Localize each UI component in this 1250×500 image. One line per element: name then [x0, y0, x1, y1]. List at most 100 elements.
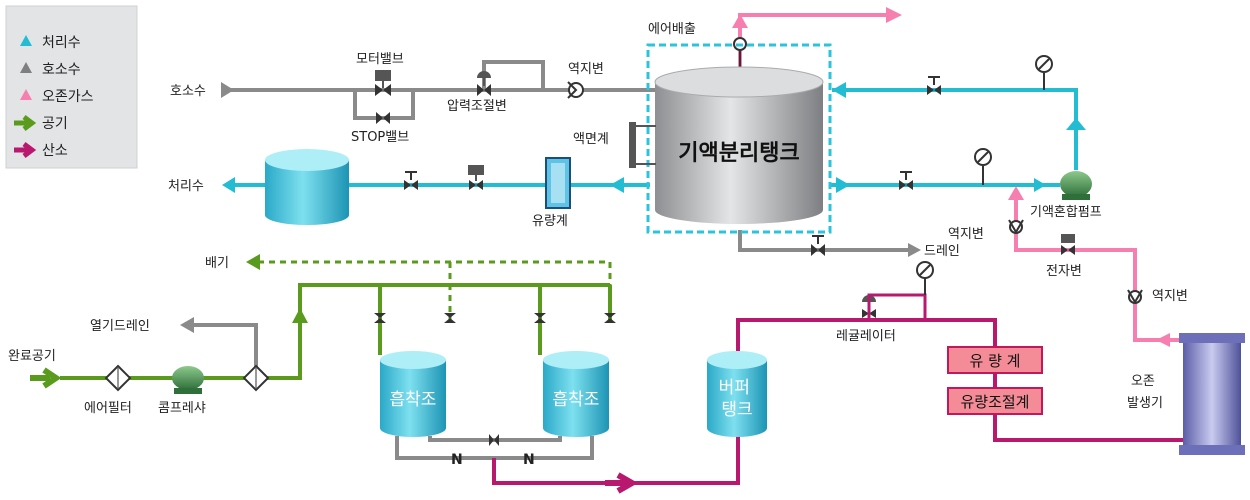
legend-label-oxygen: 산소: [42, 143, 68, 159]
mixing-pump-label: 기액혼합펌프: [1030, 205, 1102, 220]
ozone-generator-label-line-2: 발생기: [1127, 396, 1163, 411]
stop-valve-icon: [376, 112, 390, 124]
treated-water-storage-tank: [265, 149, 349, 225]
air-up-arrow-icon: [292, 308, 308, 323]
legend-item-ozone-gas: 오존가스: [20, 89, 94, 105]
regulator-label: 레귤레이터: [836, 329, 896, 344]
gate-valve-treated-1-icon: [404, 171, 418, 190]
oxygen-arrow-icon: [14, 142, 37, 158]
check-valve-right-label: 역지변: [948, 227, 984, 242]
mixing-pump-icon: [1060, 171, 1092, 200]
oxygen-flow-meter-label: 유 량 계: [970, 352, 1021, 370]
buffer-tank: [707, 351, 767, 437]
raw-water-triangle-icon: [20, 62, 32, 73]
bottom-valve-icon: [489, 434, 499, 446]
pressure-gauge-oxygen-icon: [916, 261, 934, 295]
air-filter-label: 에어필터: [84, 401, 132, 416]
gate-valve-treated-2-icon: [899, 171, 913, 190]
air-filter-icon: [104, 364, 132, 392]
valve-2-icon: [444, 313, 456, 323]
air-vent-out-arrow-icon: [886, 7, 902, 23]
regulator-icon: [862, 293, 927, 320]
motor-valve-treated-icon: [468, 165, 484, 190]
treated-water-outlet-arrow-icon: [222, 177, 235, 193]
compressor-label: 콤프레샤: [158, 401, 206, 416]
stop-valve-label: STOP밸브: [351, 130, 409, 145]
motor-valve-label: 모터밸브: [356, 52, 404, 67]
adsorber-1: [380, 351, 446, 437]
return-arrow-icon: [832, 82, 846, 98]
air-vent-label: 에어배출: [648, 22, 696, 37]
drain-separator-icon: [242, 364, 270, 392]
exhaust-line: [258, 260, 612, 322]
completed-air-label: 완료공기: [8, 349, 56, 364]
legend-label-air: 공기: [42, 116, 68, 132]
legend-label-ozone-gas: 오존가스: [42, 89, 94, 105]
buffer-tank-label: 버퍼 탱크: [719, 378, 756, 420]
check-valve-top-label: 역지변: [568, 62, 604, 77]
pressure-gauge-treated-icon: [974, 148, 992, 185]
valve-3-icon: [534, 313, 546, 323]
check-symbol-1-icon: N: [451, 452, 463, 468]
flow-meter-icon: [545, 157, 571, 209]
solenoid-valve-icon: [1061, 234, 1075, 255]
legend-item-raw-water: 호소수: [20, 62, 81, 78]
oxygen-flow-meter-box: [947, 346, 1043, 374]
completed-air-inlet-arrow-icon: [30, 367, 62, 389]
air-vent-up-arrow-icon: [732, 14, 748, 28]
drain-valve-icon: [811, 235, 825, 256]
separator-tank-label: 기액분리탱크: [678, 141, 799, 166]
level-meter-icon: [629, 122, 656, 168]
raw-water-inlet-arrow-icon: [221, 82, 234, 98]
legend-item-air: 공기: [14, 115, 68, 132]
check-valve-ozone-icon: [1127, 289, 1143, 304]
pump-inflow-arrow-icon: [1034, 178, 1046, 192]
air-vent-valve-icon: [733, 37, 747, 70]
legend-label-raw-water: 호소수: [42, 62, 81, 78]
solenoid-valve-label: 전자변: [1046, 264, 1082, 279]
valve-4-icon: [604, 313, 616, 323]
pressure-gauge-return-icon: [1035, 55, 1053, 90]
treated-water-triangle-icon: [20, 35, 32, 46]
adsorber-bottom-lines: [395, 436, 594, 460]
treated-flow-right-arrow-icon: [836, 177, 850, 193]
compressor-icon: [172, 366, 204, 394]
check-symbol-2-icon: N: [523, 452, 535, 468]
pressure-valve-label: 압력조절변: [447, 99, 507, 114]
legend-item-treated-water: 처리수: [20, 35, 81, 51]
adsorber-2: [543, 351, 609, 437]
drain-label: 드레인: [924, 244, 960, 259]
legend-item-oxygen: 산소: [14, 142, 68, 159]
treated-water-label: 처리수: [168, 179, 204, 194]
adsorber-2-label: 흡착조: [553, 390, 600, 410]
check-valve-top-icon: [567, 81, 584, 99]
ozone-inject-arrow-icon: [1008, 186, 1024, 200]
ozone-gas-triangle-icon: [20, 89, 32, 100]
ozone-generator: [1179, 333, 1245, 455]
check-valve-right-icon: [1008, 219, 1024, 234]
legend: 처리수 호소수 오존가스 공기 산소: [5, 5, 138, 169]
air-arrow-icon: [14, 115, 37, 131]
flow-controller-label: 유량조절계: [960, 393, 1029, 411]
flow-controller-box: [947, 387, 1043, 415]
ozone-generator-label-line-1: 오존: [1131, 374, 1155, 389]
ozone-generator-label: 오존 발생기: [1127, 374, 1163, 411]
adsorber-valves: [374, 313, 616, 323]
oxygen-lines: [492, 318, 1185, 485]
motor-valve-icon: [375, 70, 391, 96]
heat-drain-line: [190, 323, 258, 372]
raw-water-label: 호소수: [170, 84, 206, 99]
buffer-tank-label-line-2: 탱크: [721, 400, 752, 420]
pressure-valve-icon: [477, 71, 491, 96]
ozone-return-arrow-icon: [1156, 333, 1170, 347]
flow-meter-label: 유량계: [532, 214, 568, 229]
separator-tank: [646, 43, 832, 234]
drain-arrow-icon: [908, 243, 921, 257]
buffer-tank-label-line-1: 버퍼: [719, 378, 750, 398]
upward-flow-arrow-icon: [1066, 118, 1086, 130]
check-valve-ozone-label: 역지변: [1152, 289, 1188, 304]
heat-drain-label: 열기드레인: [90, 319, 150, 334]
valve-1-icon: [374, 313, 386, 323]
gate-valve-return-icon: [927, 76, 941, 95]
